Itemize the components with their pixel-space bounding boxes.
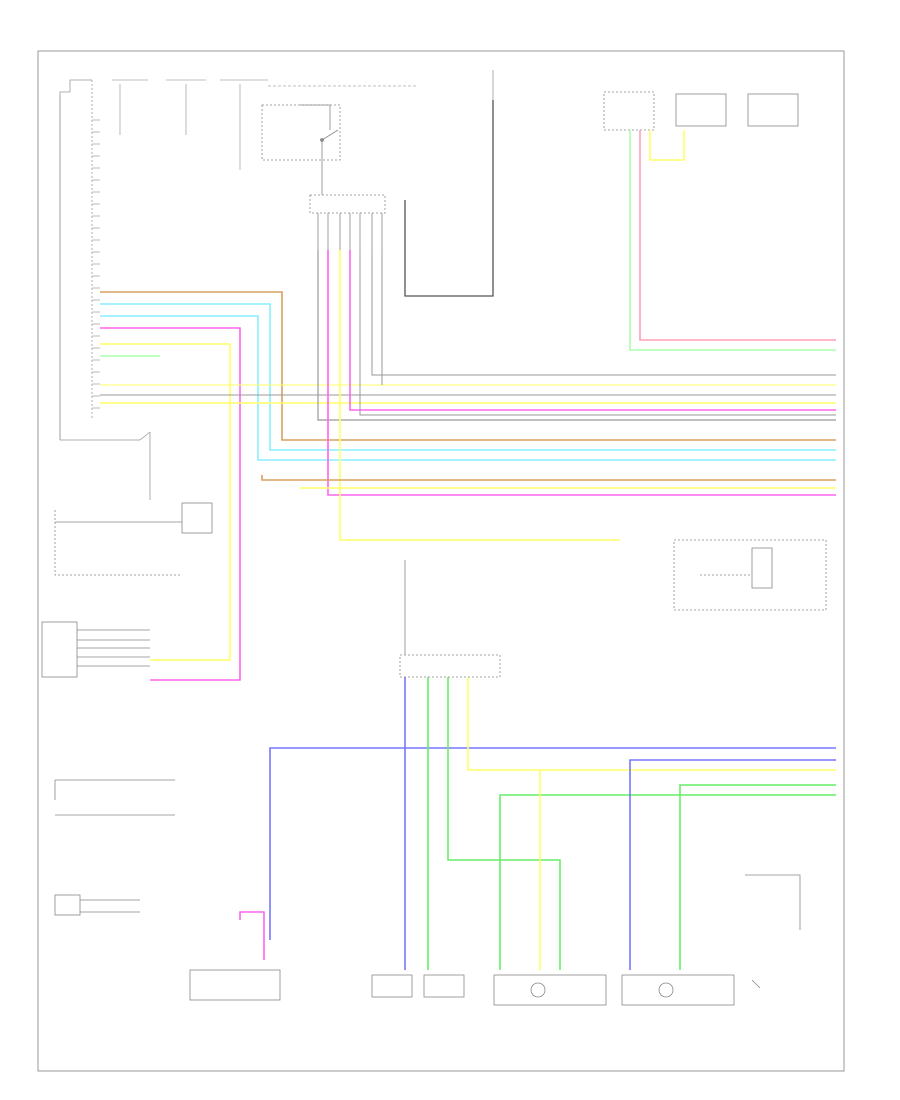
left-side-sensor bbox=[54, 502, 213, 576]
ground-bus bbox=[404, 100, 494, 297]
wire-junction-1 bbox=[317, 250, 836, 421]
wire-light-blue-2 bbox=[100, 315, 836, 461]
wire-junction-5 bbox=[359, 250, 836, 416]
top-left-connectors bbox=[112, 79, 418, 170]
diagram-frame bbox=[37, 50, 845, 1072]
wire-pink-bottom-left bbox=[239, 911, 265, 960]
ignition-relay-switch bbox=[261, 104, 341, 195]
right-mid-module bbox=[673, 539, 827, 611]
right-ground-terminal bbox=[745, 874, 801, 989]
wire-yellow-left bbox=[100, 343, 231, 661]
wire-junction-6 bbox=[371, 250, 836, 376]
wire-orange-lower bbox=[261, 475, 836, 481]
colored-wires bbox=[100, 130, 836, 970]
wire-green-right-lower-2 bbox=[679, 784, 836, 970]
wire-junction-3 bbox=[339, 250, 620, 541]
top-right-sensor-group bbox=[603, 91, 799, 131]
wire-blue-long bbox=[269, 747, 836, 940]
wire-yellow-right bbox=[649, 130, 685, 161]
wire-junction-2 bbox=[327, 250, 836, 496]
wire-red-right bbox=[639, 130, 836, 341]
ecu-pin-ticks bbox=[92, 119, 100, 409]
top-junction-block bbox=[309, 194, 386, 250]
wire-pink-main bbox=[100, 327, 241, 681]
wire-green-right bbox=[629, 130, 836, 351]
wire-blue-right-lower bbox=[629, 759, 836, 970]
lower-left-sensor bbox=[54, 779, 175, 916]
bottom-connector-row bbox=[189, 969, 735, 1006]
wire-junction-4 bbox=[349, 250, 836, 411]
wire-green-center-2 bbox=[447, 677, 561, 970]
main-control-unit bbox=[59, 79, 151, 500]
wire-light-blue bbox=[100, 303, 836, 451]
wire-green-right-lower bbox=[499, 794, 836, 970]
wire-yellow-center bbox=[467, 677, 836, 771]
center-junction-block bbox=[399, 560, 501, 678]
wire-orange-top bbox=[100, 291, 836, 441]
left-mid-module bbox=[41, 621, 150, 678]
